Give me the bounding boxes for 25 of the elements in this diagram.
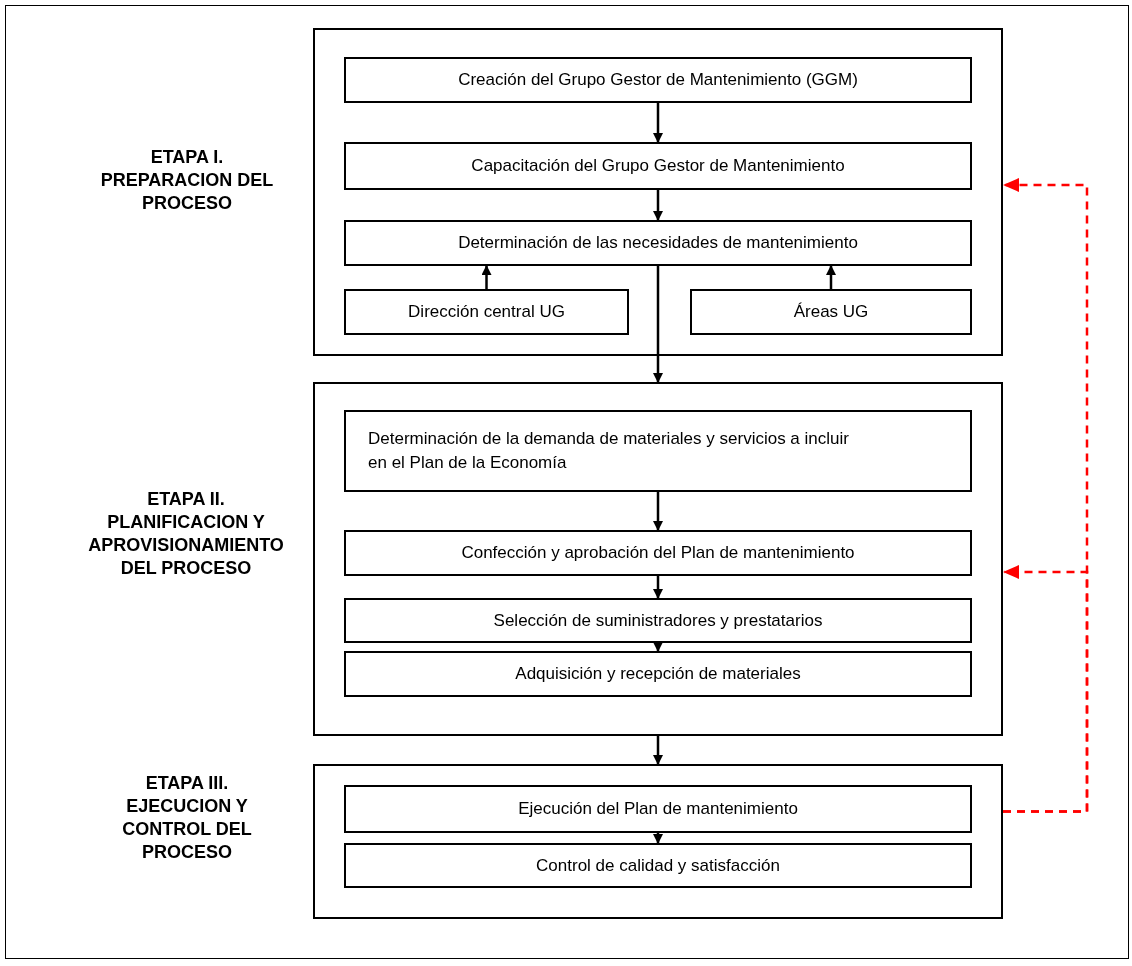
arrow [653, 492, 663, 531]
process-box: Control de calidad y satisfacción [344, 843, 972, 888]
process-box: Ejecución del Plan de mantenimiento [344, 785, 972, 833]
process-box: Capacitación del Grupo Gestor de Mantenimiento [344, 142, 972, 190]
arrow [653, 266, 663, 383]
arrow [481, 265, 492, 289]
process-box: Áreas UG [690, 289, 972, 335]
stage-heading: ETAPA III. EJECUCION Y CONTROL DEL PROCESO [121, 772, 253, 864]
process-box: Determinación de la demanda de materiales y servicios a incluir en el Plan de la Economía [344, 410, 972, 492]
arrow [653, 833, 663, 844]
arrow [653, 103, 663, 143]
arrow [653, 190, 663, 221]
stage-heading: ETAPA I. PREPARACION DEL PROCESO [99, 146, 275, 215]
process-box: Adquisición y recepción de materiales [344, 651, 972, 697]
process-box: Confección y aprobación del Plan de mantenimiento [344, 530, 972, 576]
process-box: Creación del Grupo Gestor de Mantenimiento (GGM) [344, 57, 972, 103]
stage-heading: ETAPA II. PLANIFICACION Y APROVISIONAMIENTO DEL PROCESO [87, 488, 285, 580]
arrow [653, 576, 663, 599]
process-box: Selección de suministradores y prestatarios [344, 598, 972, 643]
process-box: Dirección central UG [344, 289, 629, 335]
process-box: Determinación de las necesidades de mantenimiento [344, 220, 972, 266]
arrow [653, 736, 663, 765]
arrow [826, 265, 836, 289]
feedback-arrow [1003, 565, 1089, 813]
arrow [653, 642, 663, 652]
